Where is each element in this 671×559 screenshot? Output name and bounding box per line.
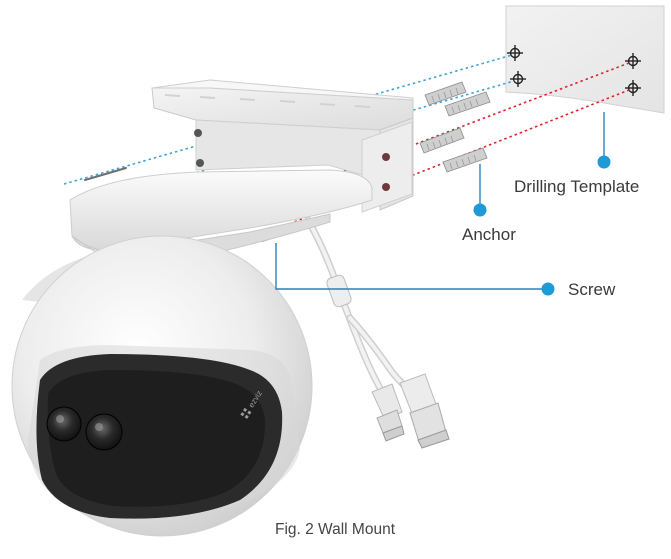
wall-mount-bracket	[151, 79, 414, 213]
drilling-template	[505, 5, 665, 114]
anchor	[442, 147, 488, 173]
figure-caption: Fig. 2 Wall Mount	[275, 521, 396, 538]
camera-cables	[304, 216, 417, 399]
drill-hole-marker	[510, 71, 526, 87]
screw	[84, 167, 127, 181]
camera-lens	[85, 413, 123, 451]
anchor	[419, 127, 465, 154]
label-anchor: Anchor	[462, 225, 516, 244]
drill-hole-marker	[625, 80, 641, 96]
callout-screw: Screw	[275, 243, 616, 299]
callout-drilling-template: Drilling Template	[514, 112, 639, 196]
network-connector	[399, 373, 450, 449]
anchors	[419, 81, 491, 173]
label-drilling-template: Drilling Template	[514, 177, 639, 196]
anchor	[424, 81, 467, 106]
drill-hole-marker	[625, 53, 641, 69]
drill-hole-marker	[507, 45, 523, 61]
power-connector	[371, 383, 405, 442]
lens-housing	[36, 354, 283, 519]
camera-body: ezviz	[11, 235, 313, 537]
label-screw: Screw	[568, 280, 616, 299]
callout-anchor: Anchor	[462, 164, 516, 244]
camera-lens	[46, 406, 82, 442]
anchor	[444, 91, 491, 117]
